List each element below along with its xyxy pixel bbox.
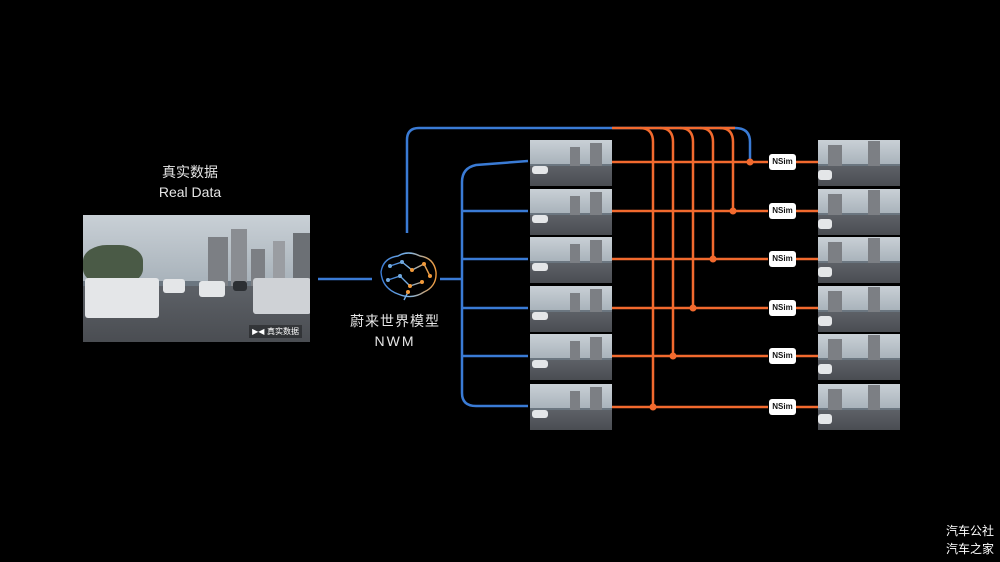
simulated-frame	[818, 237, 900, 283]
nsim-label: NSim	[769, 154, 796, 170]
simulated-frame	[818, 286, 900, 332]
nsim-label: NSim	[769, 203, 796, 219]
model-to-nsim-bus	[405, 126, 752, 233]
branch-tree-trunk	[460, 159, 529, 408]
generated-frame	[530, 189, 612, 235]
model-name-en: NWM	[374, 333, 416, 349]
real-data-title-cn: 真实数据	[162, 165, 218, 181]
nsim-label: NSim	[769, 348, 796, 364]
nsim-label: NSim	[769, 251, 796, 267]
nsim-label: NSim	[769, 399, 796, 415]
generated-frame	[530, 334, 612, 380]
generated-frame	[530, 140, 612, 186]
generated-frame	[530, 237, 612, 283]
watermark-line-2: 汽车之家	[945, 542, 994, 556]
generated-frame	[530, 286, 612, 332]
simulated-frame	[818, 334, 900, 380]
simulated-frame	[818, 189, 900, 235]
nsim-label: NSim	[769, 300, 796, 316]
real-data-image: ▶◀ 真实数据	[83, 215, 310, 342]
simulated-frame	[818, 140, 900, 186]
real-data-title-en: Real Data	[158, 184, 222, 200]
simulated-frame	[818, 384, 900, 430]
model-name-cn: 蔚来世界模型	[350, 314, 440, 330]
real-data-badge: ▶◀ 真实数据	[249, 325, 302, 338]
generated-frame	[530, 384, 612, 430]
watermark-line-1: 汽车公社	[945, 524, 994, 538]
